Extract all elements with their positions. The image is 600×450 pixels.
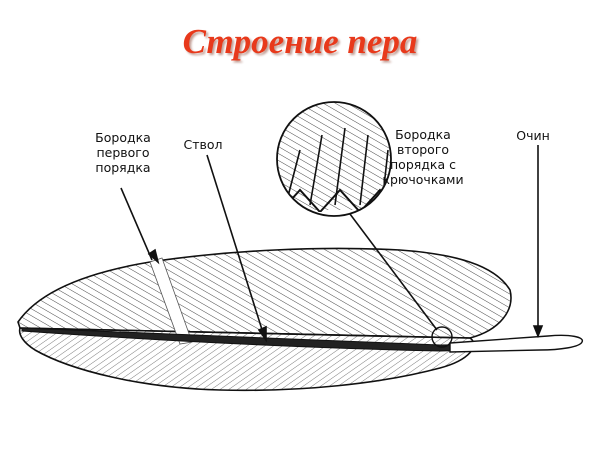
label-line: второго xyxy=(396,142,450,157)
pointer-first-order xyxy=(120,187,153,261)
diagram-title: Строение пера xyxy=(182,22,418,61)
label-line: Очин xyxy=(516,128,550,143)
magnified-barbules xyxy=(277,102,391,216)
label-shaft: Ствол xyxy=(178,137,228,152)
pointer-second-order xyxy=(349,213,438,331)
upper-vane xyxy=(17,247,512,339)
barbule-marker xyxy=(431,326,453,348)
label-line: первого xyxy=(96,145,150,160)
pointer-shaft xyxy=(206,154,265,337)
label-line: крючочками xyxy=(382,172,464,187)
label-calamus: Очин xyxy=(508,128,558,143)
label-line: порядка xyxy=(95,160,151,175)
label-line: Бородка xyxy=(395,127,451,142)
label-first-order-barb: Бородка первого порядка xyxy=(78,130,168,175)
label-line: порядка с xyxy=(390,157,456,172)
label-line: Бородка xyxy=(95,130,151,145)
label-second-order-barb: Бородка второго порядка с крючочками xyxy=(368,127,478,187)
calamus xyxy=(449,334,584,353)
label-line: Ствол xyxy=(183,137,223,152)
